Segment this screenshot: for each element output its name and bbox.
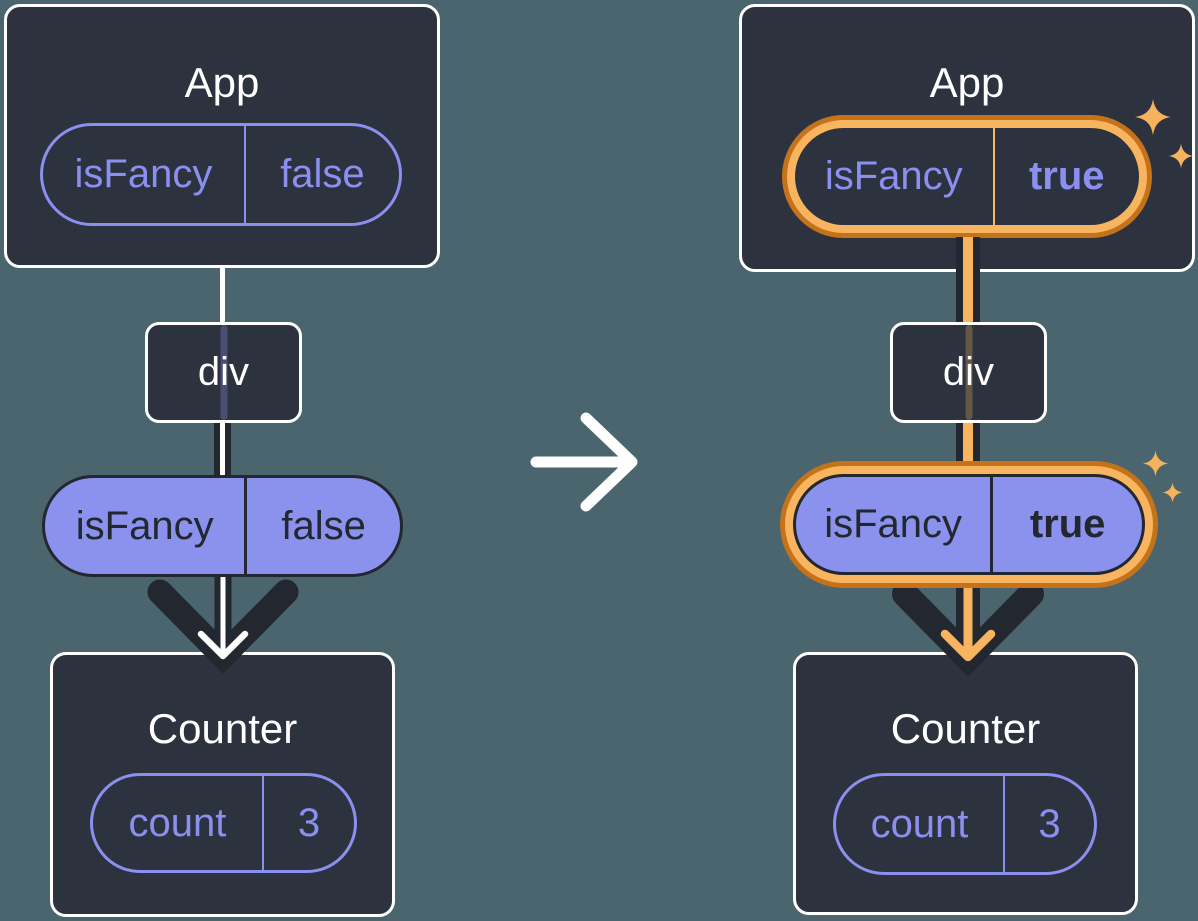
state-name: count: [93, 776, 264, 870]
div-node-left: div: [145, 322, 302, 423]
state-value: 3: [1038, 801, 1061, 846]
prop-cable-highlighted: [956, 237, 980, 323]
counter-state-pill: count 3: [90, 773, 357, 873]
arrow-head: [197, 630, 249, 660]
prop-value: true: [1029, 502, 1106, 546]
state-value: 3: [297, 800, 321, 845]
app-card-left: App isFancy false: [4, 4, 440, 268]
div-label: div: [197, 350, 250, 394]
down-arrow-icon: [892, 578, 1044, 690]
app-title: App: [184, 59, 260, 106]
passed-prop-pill-left: isFancy false: [42, 475, 403, 577]
sparkle-icon: [1162, 482, 1183, 503]
prop-name: isFancy: [796, 477, 994, 572]
app-state-pill: isFancy false: [40, 123, 402, 226]
prop-name: isFancy: [45, 478, 248, 574]
down-arrow-icon: [147, 576, 299, 688]
state-name: isFancy: [43, 126, 246, 223]
state-name: isFancy: [795, 128, 995, 225]
app-title: App: [929, 59, 1005, 106]
app-state-pill-highlighted: isFancy true: [795, 128, 1139, 225]
sparkle-icon: [1168, 143, 1194, 169]
passed-prop-pill-highlighted: isFancy true: [793, 474, 1145, 575]
counter-card-left: Counter count 3: [50, 652, 395, 917]
app-card-right: App isFancy true: [739, 4, 1195, 272]
div-node-right: div: [890, 322, 1047, 423]
prop-cable: [214, 421, 231, 477]
counter-title: Counter: [147, 705, 298, 752]
transition-arrow-head: [580, 412, 638, 512]
sparkle-icon: [1142, 450, 1169, 477]
counter-title: Counter: [890, 705, 1041, 752]
counter-state-pill: count 3: [833, 773, 1097, 875]
ghost-wire: [965, 325, 972, 420]
state-value: true: [1028, 154, 1105, 198]
prop-cable-highlighted: [956, 421, 980, 463]
right-arrow-icon: [528, 410, 652, 514]
sparkle-icon: [1134, 98, 1172, 136]
state-name: count: [836, 776, 1005, 872]
arrow-head: [940, 629, 996, 662]
counter-card-right: Counter count 3: [793, 652, 1138, 915]
prop-value: false: [281, 503, 366, 548]
state-value: false: [280, 152, 365, 196]
ghost-wire: [220, 325, 227, 420]
prop-wire: [220, 265, 225, 323]
div-label: div: [942, 350, 995, 394]
